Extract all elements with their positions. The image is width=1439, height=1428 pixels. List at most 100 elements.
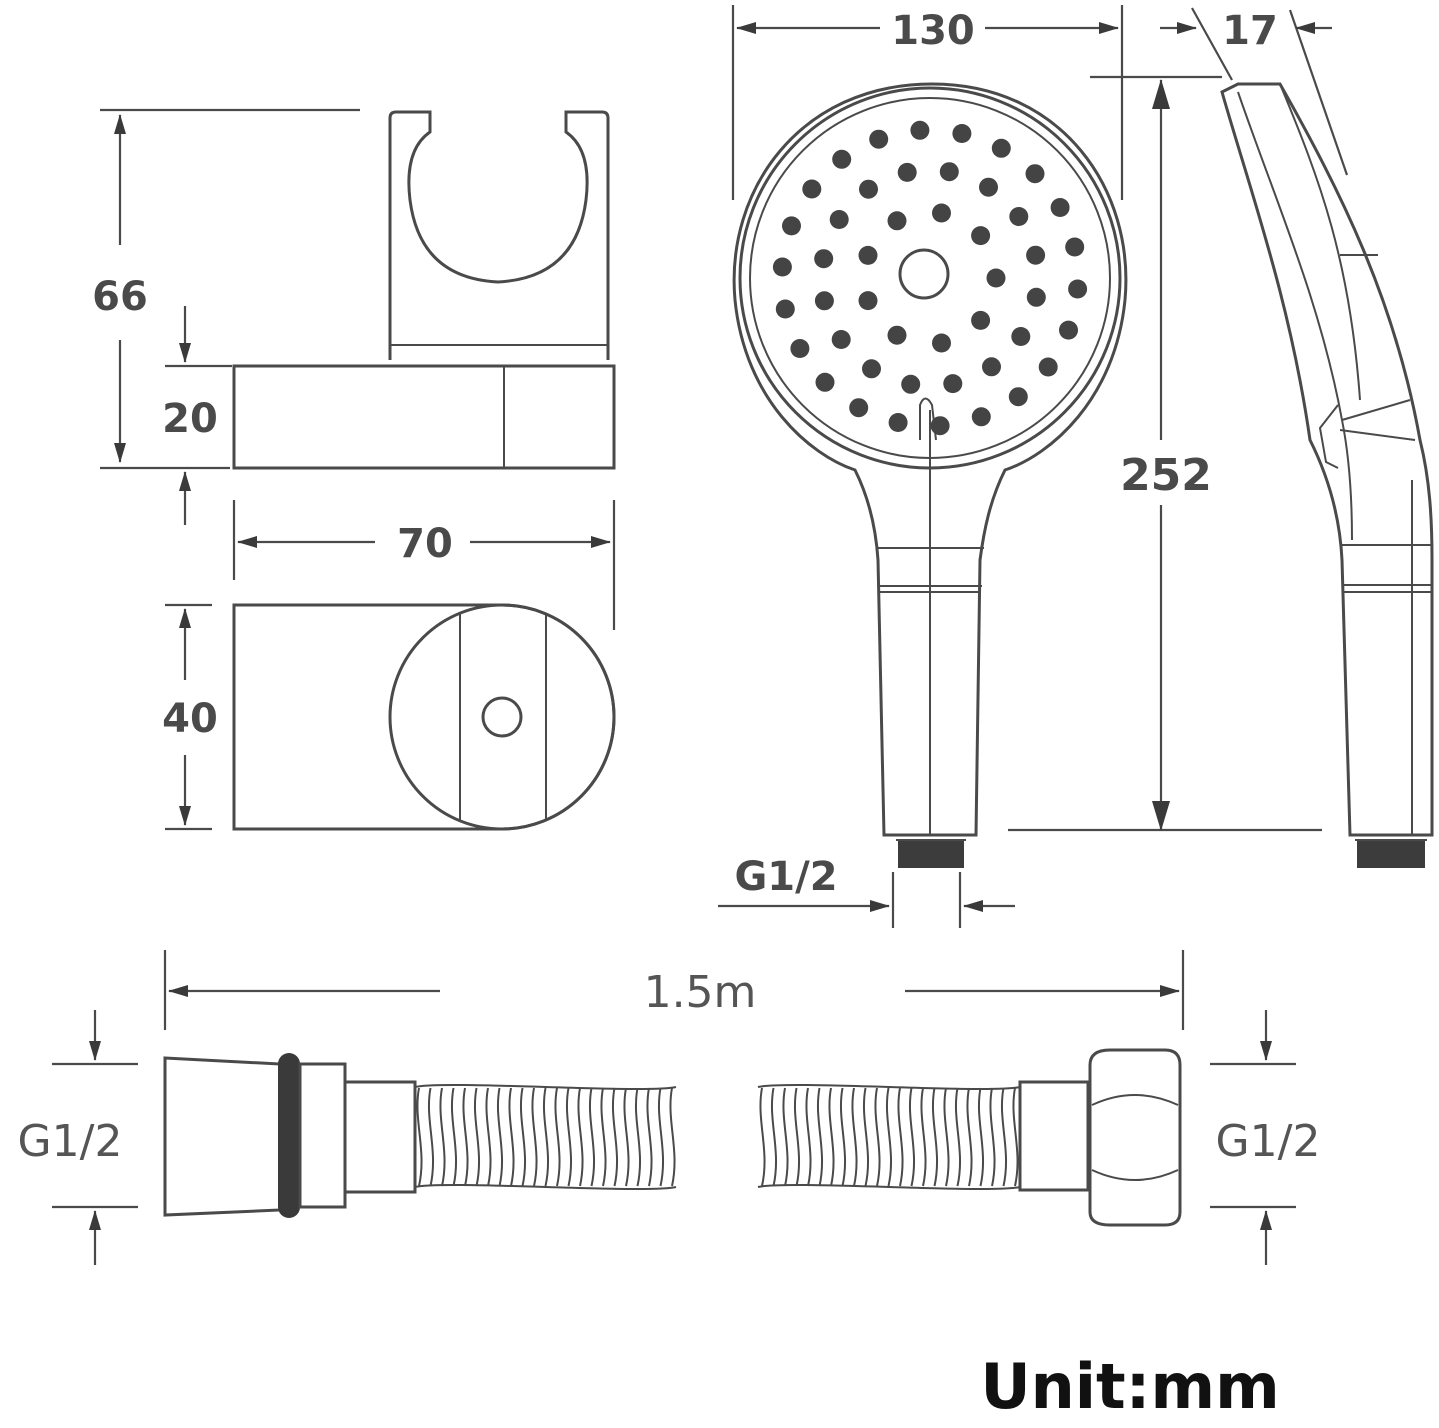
hose-coil — [531, 1087, 538, 1187]
spray-nozzle — [901, 374, 921, 394]
spray-nozzle — [1050, 198, 1070, 217]
spray-nozzle — [802, 179, 822, 199]
shower-head-front — [732, 82, 1128, 868]
hose-coil — [611, 1087, 618, 1187]
label-base-height: 20 — [162, 396, 218, 442]
spray-nozzle — [869, 129, 889, 149]
hose-coil — [782, 1087, 789, 1187]
spray-nozzle — [829, 210, 849, 229]
hose-coil — [862, 1087, 869, 1187]
hose-coil — [920, 1087, 927, 1187]
hose-coil — [759, 1087, 766, 1187]
spray-nozzle — [1009, 207, 1029, 226]
spray-nozzle — [1026, 245, 1046, 265]
spray-nozzle — [1068, 279, 1088, 299]
hose-coil — [989, 1087, 996, 1187]
hose-coil — [450, 1087, 457, 1187]
dim-total-length: 252 — [1008, 75, 1322, 832]
spray-nozzle — [1026, 287, 1046, 307]
dim-base-depth: 40 — [162, 603, 218, 831]
hose-coil — [416, 1087, 423, 1187]
hose-coil — [828, 1087, 835, 1187]
spray-nozzle — [782, 216, 801, 236]
spray-nozzle — [858, 245, 878, 265]
spray-nozzle — [939, 162, 959, 182]
hose-coil — [897, 1087, 904, 1187]
spray-nozzle — [897, 162, 917, 182]
spray-nozzle — [982, 357, 1001, 377]
hose-coil — [577, 1087, 584, 1187]
hose-coil — [966, 1087, 973, 1187]
spray-nozzle — [887, 211, 907, 231]
dim-base-height: 20 — [162, 306, 232, 525]
hose-coil — [757, 1083, 1021, 1091]
spray-nozzle — [772, 257, 792, 277]
spray-nozzle — [910, 120, 930, 140]
holder-side-view — [232, 110, 616, 470]
dim-head-thickness: 17 — [1160, 7, 1349, 176]
spray-nozzle — [1038, 357, 1058, 377]
hose-coil — [851, 1087, 858, 1187]
hose-coil — [623, 1087, 630, 1187]
spray-nozzle — [815, 372, 835, 392]
dim-thread-size: G1/2 — [718, 854, 1015, 928]
spray-nozzle — [790, 339, 810, 358]
spray-nozzles — [772, 120, 1088, 436]
hose-coil — [600, 1087, 607, 1187]
spray-nozzle — [979, 177, 998, 197]
hose-coil — [669, 1087, 676, 1187]
hose-coil — [473, 1087, 480, 1187]
spray-nozzle — [930, 416, 950, 436]
spray-nozzle — [887, 325, 907, 345]
spray-nozzle — [832, 149, 852, 169]
spray-nozzle — [814, 291, 834, 311]
hose-coil — [1012, 1087, 1019, 1187]
hose-coil — [414, 1183, 677, 1191]
label-head-thickness: 17 — [1222, 8, 1278, 54]
hose-coil — [634, 1087, 641, 1187]
unit-label: Unit:mm — [980, 1350, 1279, 1423]
hose-coil — [874, 1087, 881, 1187]
spray-nozzle — [859, 179, 878, 199]
hose-coil — [414, 1083, 677, 1091]
spray-nozzle — [952, 124, 972, 143]
label-thread-size: G1/2 — [734, 854, 837, 900]
dim-holder-width: 70 — [232, 500, 616, 630]
spray-nozzle — [932, 333, 951, 353]
label-base-depth: 40 — [162, 696, 218, 742]
dim-head-diameter: 130 — [731, 5, 1124, 200]
spray-nozzle — [858, 291, 878, 311]
label-hose-left-thread: G1/2 — [18, 1116, 123, 1167]
label-total-length: 252 — [1120, 450, 1212, 501]
spray-nozzle — [986, 268, 1006, 288]
spray-nozzle — [943, 374, 963, 394]
spray-nozzle — [1059, 320, 1078, 340]
hose-coils — [414, 1083, 1021, 1191]
label-holder-height: 66 — [92, 274, 148, 320]
hose-coil — [554, 1087, 561, 1187]
holder-top-view — [232, 603, 616, 831]
dim-hose-length: 1.5m — [163, 950, 1185, 1030]
spray-nozzle — [1008, 387, 1028, 407]
hose-coil — [943, 1087, 950, 1187]
shower-head-side — [1220, 82, 1434, 868]
hose-drawing — [163, 1048, 1182, 1227]
hose-coil — [931, 1087, 938, 1187]
hose-coil — [757, 1183, 1021, 1191]
hose-coil — [1000, 1087, 1007, 1187]
spray-nozzle — [831, 330, 851, 349]
hose-coil — [805, 1087, 812, 1187]
hose-coil — [954, 1087, 961, 1187]
hose-coil — [519, 1087, 526, 1187]
label-holder-width: 70 — [397, 521, 453, 567]
hose-coil — [542, 1087, 549, 1187]
spray-nozzle — [932, 203, 951, 223]
hose-coil — [816, 1087, 823, 1187]
spray-nozzle — [971, 226, 991, 246]
spray-nozzle — [1065, 237, 1085, 257]
hose-coil — [588, 1087, 595, 1187]
hose-coil — [793, 1087, 800, 1187]
spray-nozzle — [971, 407, 991, 427]
hose-coil — [485, 1087, 492, 1187]
